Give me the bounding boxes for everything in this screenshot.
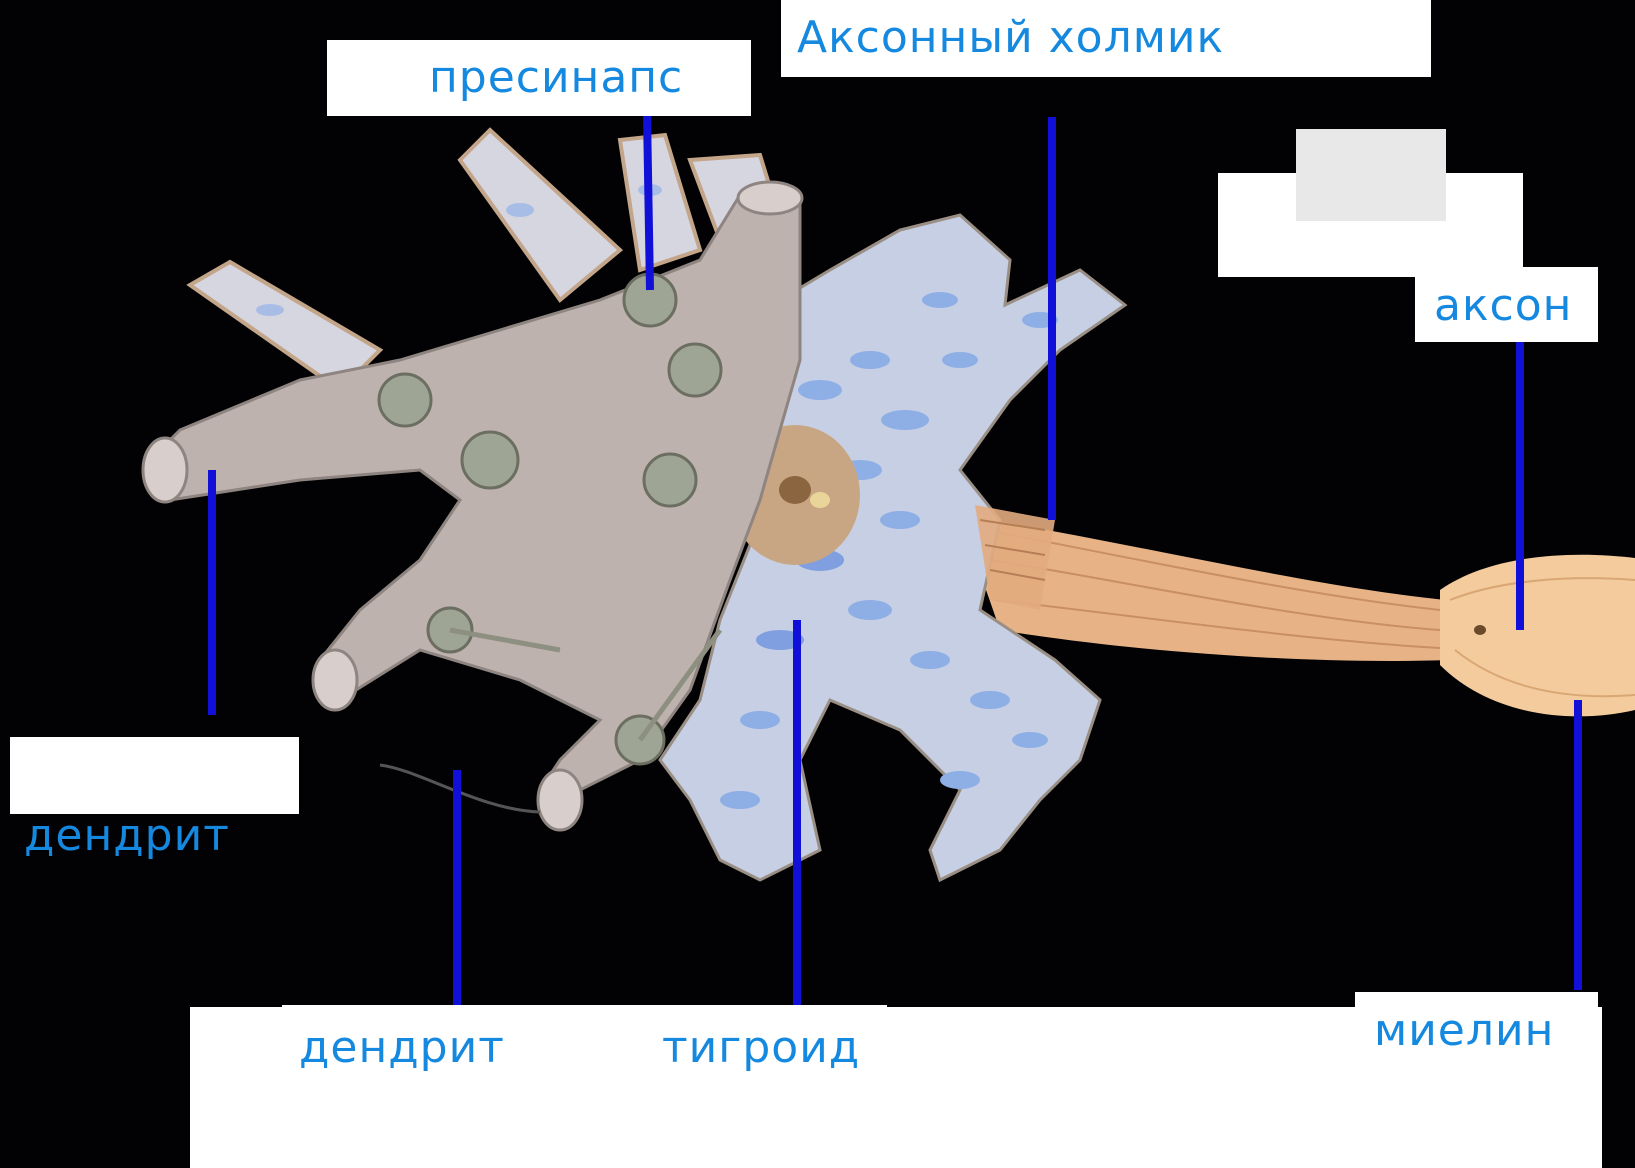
presynapse-leader-line xyxy=(647,115,650,290)
dendrite-bottom-label: дендрит xyxy=(299,1022,505,1074)
axon-label: аксон xyxy=(1434,280,1572,332)
blank-label-box-left xyxy=(10,737,299,814)
presynapse-label: пресинапс xyxy=(429,52,683,104)
tigroid-label: тигроид xyxy=(662,1022,860,1074)
axon-hillock-label: Аксонный холмик xyxy=(797,12,1224,64)
myelin-label: миелин xyxy=(1374,1005,1554,1057)
blank-label-box-upper-inner xyxy=(1296,129,1446,221)
dendrite-left-label: дендрит xyxy=(24,810,230,862)
